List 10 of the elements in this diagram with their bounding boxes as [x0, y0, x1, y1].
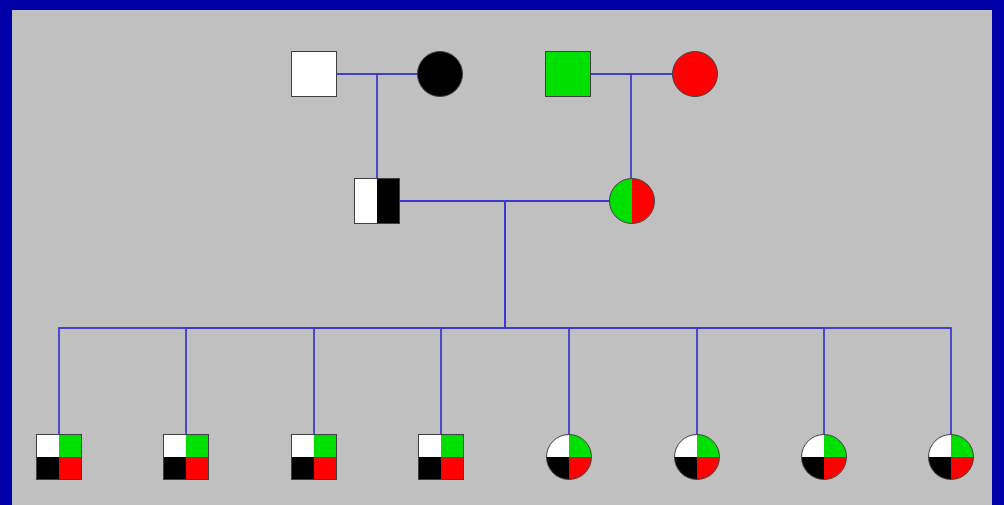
male-symbol	[291, 434, 337, 480]
pedigree-line	[376, 73, 418, 179]
male-symbol	[163, 434, 209, 480]
male-symbol	[354, 178, 400, 224]
pedigree-line	[630, 73, 673, 179]
male-symbol	[291, 51, 337, 97]
male-symbol	[36, 434, 82, 480]
male-symbol	[545, 51, 591, 97]
pedigree-line	[504, 200, 952, 435]
male-symbol	[418, 434, 464, 480]
